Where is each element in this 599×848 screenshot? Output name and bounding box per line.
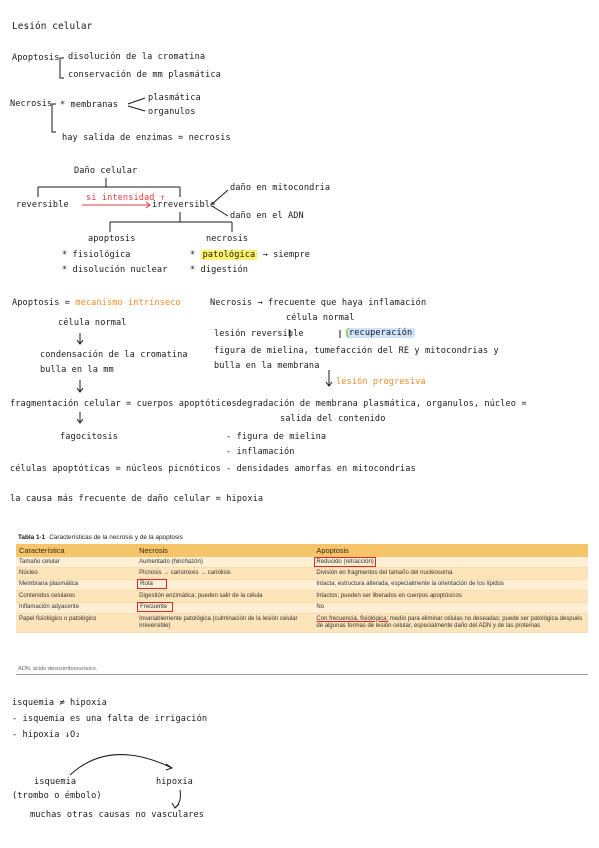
tree-nec-digestion: * digestión [190, 265, 249, 275]
table-header: Apoptosis [313, 544, 588, 557]
table-footnote: ADN, ácido desoxirribonucleico. [18, 666, 98, 672]
apoptosis-line-1: disolución de la cromatina [68, 52, 206, 62]
isq-line-2: - isquemia es una falta de irrigación [12, 714, 208, 724]
isq-line-1: isquemia ≠ hipoxia [12, 698, 107, 708]
apoptosis-label: Apoptosis [12, 53, 60, 63]
arc-isquemia-hipoxia [69, 754, 173, 776]
table-row: Papel fisiológico o patológico Invariabl… [16, 613, 588, 633]
nec-flow-p4: - densidades amorfas en mitocondrias [226, 464, 416, 474]
necrosis-apoptosis-table: Característica Necrosis Apoptosis Tamaño… [16, 544, 588, 633]
highlight-box: Reducido (retracción) [314, 556, 376, 567]
table-rule [16, 674, 588, 675]
nec-flow-p1: - degradación de membrana plasmática, or… [226, 399, 527, 409]
nec-flow-lesion: lesión reversible [214, 329, 304, 339]
table-row: Tamaño celular Aumentado (hinchazón) Red… [16, 556, 588, 569]
arrow-adn [211, 205, 229, 217]
necrosis-line-2: hay salida de enzimas = necrosis [62, 133, 231, 143]
nec-flow-s2: figura de mielina, tumefacción del RE y … [214, 346, 499, 356]
nec-flow-s1: célula normal [286, 313, 355, 323]
arrow-organulos [127, 105, 146, 112]
nec-flow-p3: - inflamación [226, 447, 295, 457]
nec-flow-p1b: salida del contenido [280, 414, 386, 424]
tree-reversible: reversible [16, 200, 69, 210]
cause-line: la causa más frecuente de daño celular =… [10, 494, 264, 504]
tree-adn: daño en el ADN [230, 211, 304, 221]
tree-mitocondria: daño en mitocondria [230, 183, 331, 193]
apo-flow-s5: células apoptóticas = núcleos picnóticos [10, 464, 221, 474]
nec-flow-progresiva: lesión progresiva [336, 377, 426, 387]
apo-flow-s1: célula normal [58, 318, 127, 328]
bracket-necrosis [51, 103, 56, 133]
highlight-box: Rota [137, 579, 167, 590]
arrow-plasmatica [127, 97, 146, 105]
highlight-box: Frecuente [137, 602, 174, 613]
arrow-mitocondria [211, 189, 229, 205]
apo-flow-title: Apoptosis = mecanismo intrínseco [12, 298, 181, 308]
necrosis-plasmatica: plasmática [148, 93, 201, 103]
underlined-text: Con frecuencia, fisiológica; [316, 615, 389, 622]
apo-flow-s2b: bulla en la mm [40, 365, 114, 375]
tree-nec-patologica: * patológica → siempre [190, 250, 311, 260]
apo-flow-s3: fragmentación celular = cuerpos apoptóti… [10, 399, 237, 409]
apo-flow-s2: condensación de la cromatina [40, 350, 188, 360]
isq-isquemia: isquemia [34, 777, 77, 787]
tree-apo-fisiologica: * fisiológica [62, 250, 131, 260]
nec-flow-title: Necrosis → frecuente que haya inflamació… [210, 298, 427, 308]
isq-trombo: (trombo o émbolo) [12, 791, 102, 801]
necrosis-label: Necrosis [10, 99, 53, 109]
table-header: Necrosis [136, 544, 314, 557]
nec-flow-recuperacion: recuperación [346, 328, 416, 338]
table-header: Característica [16, 544, 137, 557]
table-row: Membrana plasmática Rota Intacta; estruc… [16, 579, 588, 592]
apo-flow-s4: fagocitosis [60, 432, 119, 442]
nec-flow-p2: - figura de mielina [226, 432, 327, 442]
isq-otras-causas: muchas otras causas no vasculares [30, 810, 205, 820]
necrosis-membranas: * membranas [60, 100, 119, 110]
tree-apo-disolucion: * disolución nuclear [62, 265, 168, 275]
table-row: Inflamación adyacente Frecuente No [16, 602, 588, 615]
nec-flow-s2b: bulla en la membrana [214, 361, 320, 371]
page-title: Lesión celular [12, 21, 93, 32]
tree-apoptosis: apoptosis [88, 234, 136, 244]
bracket-apoptosis [59, 57, 64, 79]
tree-necrosis: necrosis [206, 234, 249, 244]
tree-irreversible: irreversible [152, 200, 216, 210]
necrosis-organulos: organulos [148, 107, 196, 117]
tree-root: Daño celular [74, 166, 138, 176]
apoptosis-line-2: conservación de mm plasmática [68, 70, 221, 80]
tree-intensity: si intensidad ↑ [86, 193, 166, 203]
table-row: Contenidos celulares Digestión enzimátic… [16, 590, 588, 603]
isq-hipoxia: hipoxia [156, 777, 193, 787]
table-row: Núcleo Picnosis → cariorrexis → cariólis… [16, 567, 588, 580]
isq-line-3: - hipoxia ↓O₂ [12, 730, 81, 740]
